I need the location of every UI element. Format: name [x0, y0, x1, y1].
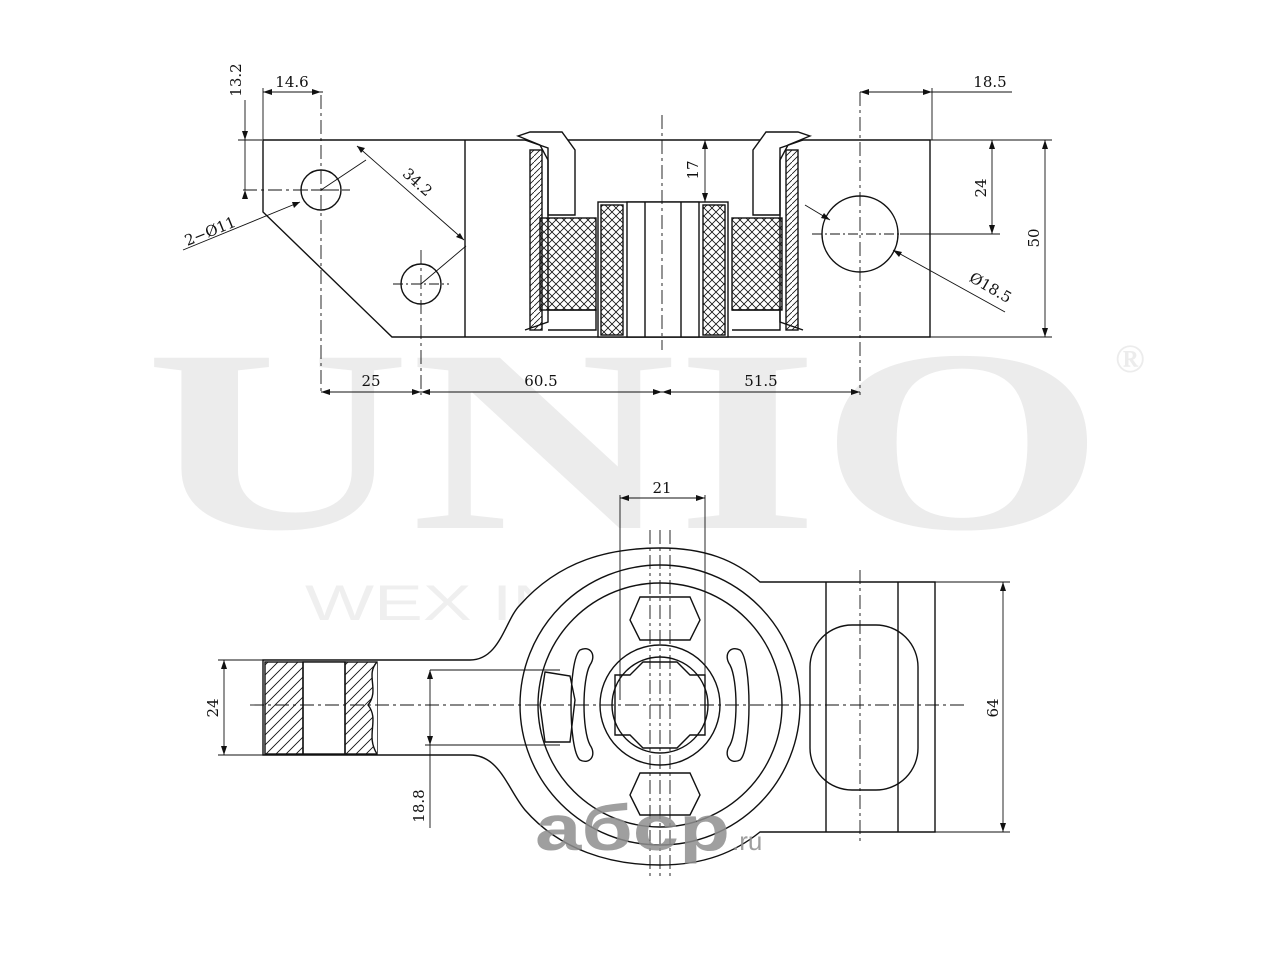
- inner-hex: [614, 661, 706, 749]
- slot-right: [726, 648, 750, 762]
- arm-end-bore: [302, 661, 346, 755]
- void-bottom: [629, 772, 701, 816]
- bushing-flange-left: [515, 131, 576, 216]
- rubber-left: [539, 217, 597, 311]
- dim-50: 50: [1025, 228, 1043, 247]
- abcp-watermark: aбcp .ru: [535, 792, 762, 864]
- dim-64: 64: [984, 698, 1002, 717]
- dim-21: 21: [652, 479, 671, 497]
- dim-24-bottom: 24: [204, 698, 222, 717]
- dim-17: 17: [684, 160, 702, 179]
- void-top: [629, 596, 701, 641]
- top-centerlines: [243, 92, 861, 395]
- dim-51-5: 51.5: [744, 372, 777, 390]
- dim-14-6: 14.6: [275, 73, 308, 91]
- rubber-base-right: [732, 309, 781, 331]
- dim-13-2: 13.2: [227, 63, 245, 96]
- dim-34-2: 34.2: [399, 164, 436, 200]
- inner-metal-tube: [626, 201, 700, 338]
- left-insert: [539, 671, 576, 743]
- dim-24-top: 24: [972, 178, 990, 197]
- top-dimensions: [182, 88, 1052, 395]
- dim-2-holes-11: 2−Ø11: [182, 213, 238, 250]
- dim-60-5: 60.5: [524, 372, 557, 390]
- inner-rubber-left: [600, 204, 624, 336]
- bushing-flange-right: [752, 131, 813, 216]
- bottom-dimensions: [218, 495, 1010, 833]
- site-name: aбcp: [535, 792, 730, 864]
- site-tld: .ru: [732, 826, 762, 856]
- inner-rubber-right: [702, 204, 726, 336]
- sleeve-hatch-right: [785, 149, 799, 331]
- slot-left: [570, 648, 594, 762]
- dim-18-5: 18.5: [973, 73, 1006, 91]
- rubber-right: [731, 217, 783, 311]
- watermark-registered: ®: [1115, 336, 1145, 381]
- top-view: [262, 131, 931, 338]
- right-pocket: [809, 624, 919, 791]
- rubber-base-left: [548, 309, 597, 331]
- watermark-brand: UNIO: [145, 297, 1105, 585]
- bottom-centerlines: [250, 530, 965, 880]
- dim-25: 25: [361, 372, 380, 390]
- dim-18-8: 18.8: [410, 789, 428, 822]
